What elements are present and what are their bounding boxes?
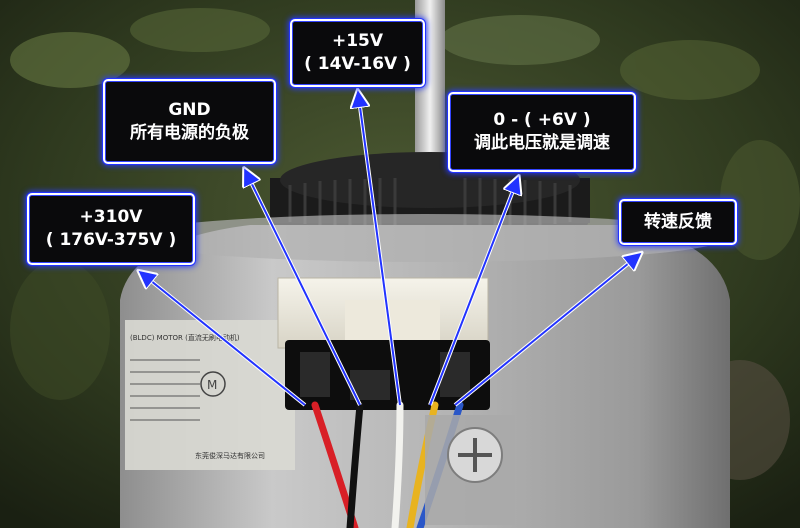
callout-feedback-label: 转速反馈 xyxy=(644,211,712,232)
motor-label-sticker: (BLDC) MOTOR (直流无刷电动机) M 东莞俊深马达有限公司 xyxy=(125,320,295,470)
callout-15v-voltage: +15V xyxy=(331,31,384,52)
wire-white xyxy=(391,401,404,528)
callout-speed-desc: 调此电压就是调速 xyxy=(474,133,610,153)
callout-310v-range: ( 176V-375V ) xyxy=(45,230,177,250)
svg-text:M: M xyxy=(207,378,217,392)
wire-black xyxy=(346,401,364,528)
callout-speed-range: 0 - ( +6V ) xyxy=(493,110,591,131)
callout-feedback: 转速反馈 xyxy=(619,199,737,245)
callout-speed: 0 - ( +6V ) 调此电压就是调速 xyxy=(448,92,636,172)
callout-gnd-title: GND xyxy=(168,99,211,120)
callout-gnd-desc: 所有电源的负极 xyxy=(130,122,249,143)
svg-text:(BLDC) MOTOR (直流无刷电动机): (BLDC) MOTOR (直流无刷电动机) xyxy=(130,333,240,342)
svg-text:东莞俊深马达有限公司: 东莞俊深马达有限公司 xyxy=(195,451,265,460)
callout-15v-range: ( 14V-16V ) xyxy=(304,54,411,74)
callout-15v: +15V ( 14V-16V ) xyxy=(290,19,425,87)
callout-310v: +310V ( 176V-375V ) xyxy=(27,193,195,265)
callout-gnd: GND 所有电源的负极 xyxy=(103,79,276,164)
callout-310v-voltage: +310V xyxy=(79,207,143,228)
